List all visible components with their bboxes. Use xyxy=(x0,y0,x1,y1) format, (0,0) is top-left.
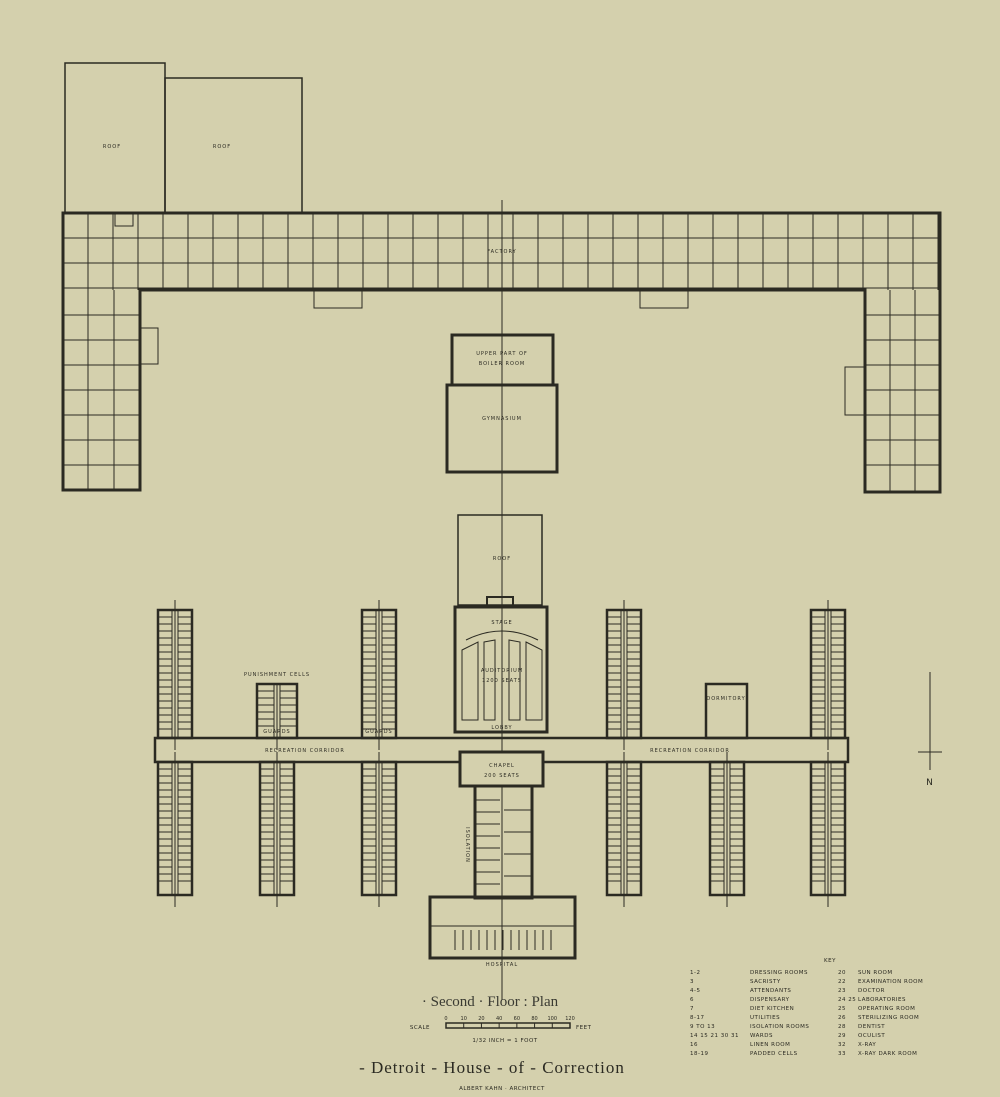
key-room-name: Dentist xyxy=(858,1024,885,1030)
scale-ratio: 1/32 Inch = 1 Foot xyxy=(472,1038,537,1044)
key-room-name: Isolation Rooms xyxy=(750,1024,809,1030)
auditorium-label: Auditorium xyxy=(481,668,523,674)
key-number: 16 xyxy=(690,1042,698,1048)
scale-tick-label: 0 xyxy=(444,1016,447,1022)
scale-unit: Feet xyxy=(576,1025,592,1031)
key-room-name: Sun Room xyxy=(858,970,893,976)
key-number: 25 xyxy=(838,1006,846,1012)
stage-label: Stage xyxy=(491,620,512,626)
key-room-name: X-Ray xyxy=(858,1042,876,1048)
key-number: 23 xyxy=(838,988,846,994)
key-number: 7 xyxy=(690,1006,694,1012)
chapel-label: Chapel xyxy=(489,763,515,769)
punishment-cells-label: Punishment Cells xyxy=(244,672,310,678)
factory-label: Factory xyxy=(487,249,516,255)
roof-label: Roof xyxy=(493,556,511,562)
scale-tick-label: 80 xyxy=(531,1016,537,1022)
scale-tick-label: 120 xyxy=(565,1016,575,1022)
scale-label: Scale xyxy=(410,1025,430,1031)
key-number: 9 to 13 xyxy=(690,1024,715,1030)
key-number: 24 25 xyxy=(838,997,856,1003)
key-title: Key xyxy=(824,958,836,964)
guards-label: Guards xyxy=(365,729,392,735)
scale-bar: Scale 0 10 20 40 60 80 100 120 Feet 1/32 Inch =… xyxy=(410,1016,592,1044)
key-number: 8-17 xyxy=(690,1015,704,1021)
gymnasium-block: Upper Part of Boiler Room Gymnasium xyxy=(445,333,559,474)
key-room-name: Operating Room xyxy=(858,1006,915,1012)
key-room-name: X-Ray Dark Room xyxy=(858,1051,917,1057)
key-number: 29 xyxy=(838,1033,846,1039)
key-room-name: Dressing Rooms xyxy=(750,970,808,976)
plan-title: · Second · Floor : Plan xyxy=(422,994,559,1010)
north-label: N xyxy=(926,778,934,788)
hospital-block: Isolation Hospital xyxy=(428,784,577,968)
corridor-label: Recreation Corridor xyxy=(650,748,730,754)
isolation-label: Isolation xyxy=(464,827,470,863)
key-room-name: Sterilizing Room xyxy=(858,1015,919,1021)
boiler-room-label: Boiler Room xyxy=(479,361,525,367)
key-number: 3 xyxy=(690,979,694,985)
key-number: 28 xyxy=(838,1024,846,1030)
key-room-name: Attendants xyxy=(750,988,791,994)
key-room-name: Linen Room xyxy=(750,1042,790,1048)
key-room-name: Laboratories xyxy=(858,997,906,1003)
lobby-label: Lobby xyxy=(491,725,512,731)
key-number: 26 xyxy=(838,1015,846,1021)
chapel-block: Chapel 200 Seats xyxy=(458,750,545,788)
auditorium-seats-label: 1200 Seats xyxy=(482,678,522,684)
guards-label: Guards xyxy=(263,729,290,735)
hospital-label: Hospital xyxy=(486,962,518,968)
boiler-room-label: Upper Part of xyxy=(476,351,528,357)
key-room-name: Wards xyxy=(750,1033,773,1039)
key-number: 1-2 xyxy=(690,970,700,976)
dormitory-label: Dormitory xyxy=(706,696,745,702)
roof-label: Roof xyxy=(213,144,231,150)
key-number: 6 xyxy=(690,997,694,1003)
scale-tick-label: 10 xyxy=(461,1016,467,1022)
architect-credit: Albert Kahn · Architect xyxy=(459,1086,545,1092)
key-number: 14 15 21 30 31 xyxy=(690,1033,739,1039)
key-number: 22 xyxy=(838,979,846,985)
factory-wing: Factory xyxy=(61,211,942,494)
key-legend: Key 1-2 Dressing Rooms 3 Sacristy 4-5 Attenda… xyxy=(690,958,923,1057)
gymnasium-label: Gymnasium xyxy=(482,416,522,422)
scale-tick-label: 20 xyxy=(478,1016,484,1022)
key-room-name: Doctor xyxy=(858,988,885,994)
key-room-name: Examination Room xyxy=(858,979,923,985)
key-number: 18-19 xyxy=(690,1051,708,1057)
scale-tick-label: 40 xyxy=(496,1016,502,1022)
key-room-name: Utilities xyxy=(750,1015,780,1021)
corridor-label: Recreation Corridor xyxy=(265,748,345,754)
compass-icon: N xyxy=(918,672,942,788)
drawing-title: - Detroit - House - of - Correction xyxy=(359,1058,625,1077)
roof-areas: Roof Roof xyxy=(64,62,303,214)
key-number: 33 xyxy=(838,1051,846,1057)
key-room-name: Oculist xyxy=(858,1033,885,1039)
chapel-seats-label: 200 Seats xyxy=(484,773,520,779)
key-number: 20 xyxy=(838,970,846,976)
cell-blocks xyxy=(156,600,847,907)
key-room-name: Sacristy xyxy=(750,979,781,985)
block-labels: Punishment Cells Guards Guards Dormitory xyxy=(244,672,745,735)
auditorium-block: Roof Stage Auditorium 1200 Seats Lobby xyxy=(453,514,549,734)
key-room-name: Dispensary xyxy=(750,997,790,1003)
scale-tick-label: 60 xyxy=(514,1016,520,1022)
key-room-name: Diet Kitchen xyxy=(750,1006,794,1012)
key-number: 4-5 xyxy=(690,988,700,994)
key-room-name: Padded Cells xyxy=(750,1051,798,1057)
roof-label: Roof xyxy=(103,144,121,150)
scale-tick-label: 100 xyxy=(548,1016,558,1022)
key-number: 32 xyxy=(838,1042,846,1048)
